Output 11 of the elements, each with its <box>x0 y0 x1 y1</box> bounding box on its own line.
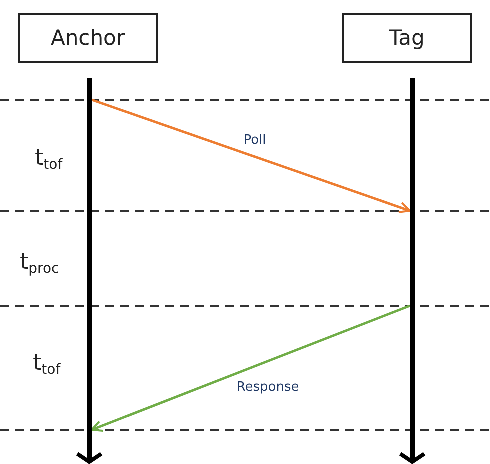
participant-name: Anchor <box>50 26 125 50</box>
lifeline <box>87 78 92 460</box>
arrow <box>91 304 410 432</box>
participant-box <box>342 13 472 63</box>
participant-box <box>18 13 158 63</box>
interval-label: t$_{tof}$ <box>33 351 61 378</box>
lifeline <box>410 78 415 460</box>
arrow <box>92 98 411 214</box>
interval-label: t$_{proc}$ <box>20 250 60 277</box>
interval-label: t$_{tof}$ <box>35 146 63 173</box>
participant-name: Tag <box>389 26 425 50</box>
